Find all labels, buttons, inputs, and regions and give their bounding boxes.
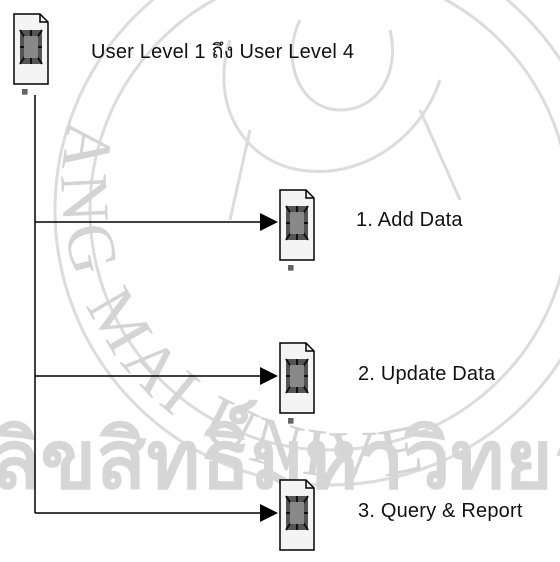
svg-text:▦: ▦	[288, 416, 294, 425]
arrowhead-add	[260, 213, 278, 231]
child-label-add-data: 1. Add Data	[356, 209, 463, 231]
child-label-query-report: 3. Query & Report	[358, 500, 523, 522]
document-icon: ▦	[279, 189, 315, 272]
document-icon: ▦	[13, 13, 49, 96]
arrowhead-query	[260, 504, 278, 522]
document-icon	[279, 479, 315, 551]
root-label: User Level 1 ถึง User Level 4	[91, 41, 355, 63]
svg-text:▦: ▦	[22, 87, 28, 96]
child-label-update-data: 2. Update Data	[358, 363, 496, 385]
svg-text:▦: ▦	[288, 263, 294, 272]
document-icon: ▦	[279, 342, 315, 425]
arrowhead-update	[260, 367, 278, 385]
